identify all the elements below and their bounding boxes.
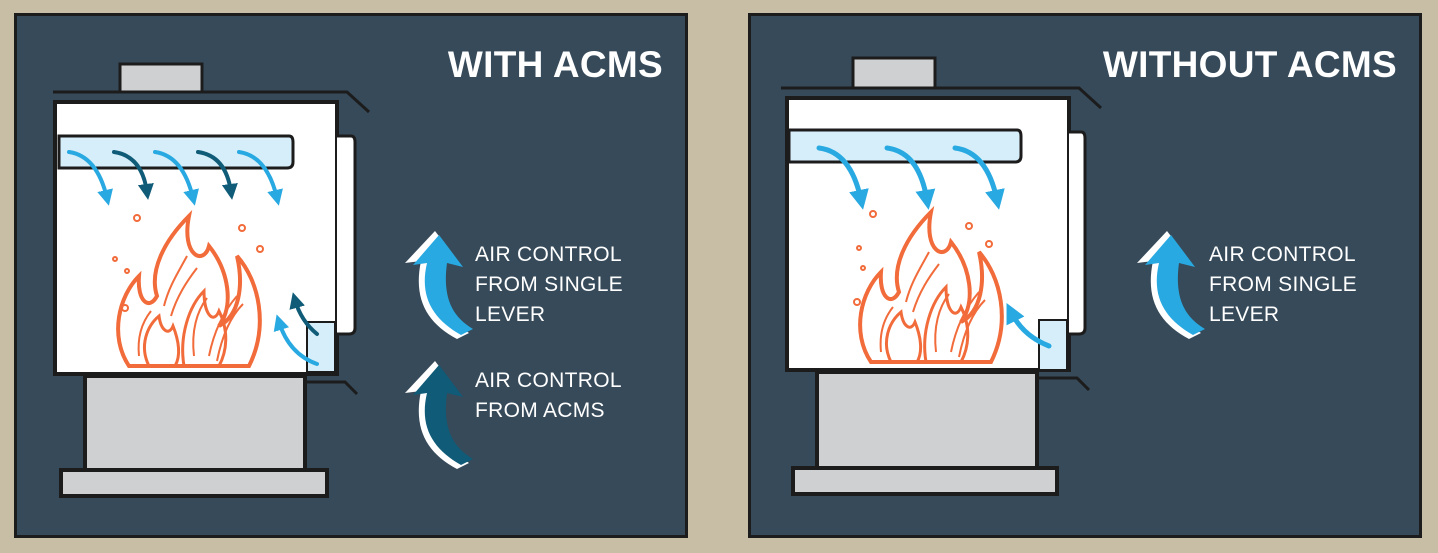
acms-inlet-arrows — [273, 292, 319, 366]
panel-with-acms: WITH ACMS AIR CONTROL FROM SINGLE LEVER … — [14, 13, 688, 538]
inlet-arrow — [1006, 303, 1052, 349]
stove-door-handle — [337, 134, 357, 336]
label-line: AIR CONTROL — [1209, 243, 1356, 266]
airwash-arrows — [816, 145, 1005, 210]
stove-top-edge — [781, 86, 1103, 110]
label-line: FROM SINGLE — [1209, 273, 1357, 296]
panel-title: WITH ACMS — [447, 44, 663, 85]
stove-base-plate — [59, 468, 329, 498]
stove-illustration-without-acms — [781, 56, 1103, 496]
ember-dots — [853, 210, 993, 306]
stove-pedestal — [83, 374, 307, 472]
stove-top-edge — [53, 90, 371, 114]
stove-ash-lip — [305, 380, 359, 396]
label-single-lever: AIR CONTROL FROM SINGLE LEVER — [475, 240, 623, 330]
stove-door-handle — [1069, 130, 1087, 336]
label-single-lever: AIR CONTROL FROM SINGLE LEVER — [1209, 240, 1357, 330]
stove-illustration-with-acms — [53, 62, 371, 498]
stove-pedestal — [815, 370, 1039, 470]
label-line: LEVER — [1209, 303, 1280, 326]
stove-flue-collar — [118, 62, 204, 94]
air-wash-channel — [787, 128, 1023, 164]
label-acms: AIR CONTROL FROM ACMS — [475, 366, 622, 426]
curved-up-arrow-icon — [405, 231, 473, 339]
stove-ash-lip — [1037, 376, 1091, 392]
curved-up-arrow-icon — [405, 361, 473, 469]
label-line: LEVER — [475, 303, 546, 326]
ember-dots — [112, 214, 264, 312]
airwash-arrows — [67, 150, 283, 206]
panel-title: WITHOUT ACMS — [1102, 44, 1397, 85]
label-line: AIR CONTROL — [475, 243, 622, 266]
stove-flue-collar — [851, 56, 937, 90]
label-line: AIR CONTROL — [475, 369, 622, 392]
curved-up-arrow-icon — [1137, 231, 1205, 339]
stove-base-plate — [791, 466, 1059, 496]
air-wash-channel — [57, 134, 295, 170]
panel-without-acms: WITHOUT ACMS AIR CONTROL FROM SINGLE LEV… — [748, 13, 1422, 538]
label-line: FROM ACMS — [475, 399, 605, 422]
label-line: FROM SINGLE — [475, 273, 623, 296]
